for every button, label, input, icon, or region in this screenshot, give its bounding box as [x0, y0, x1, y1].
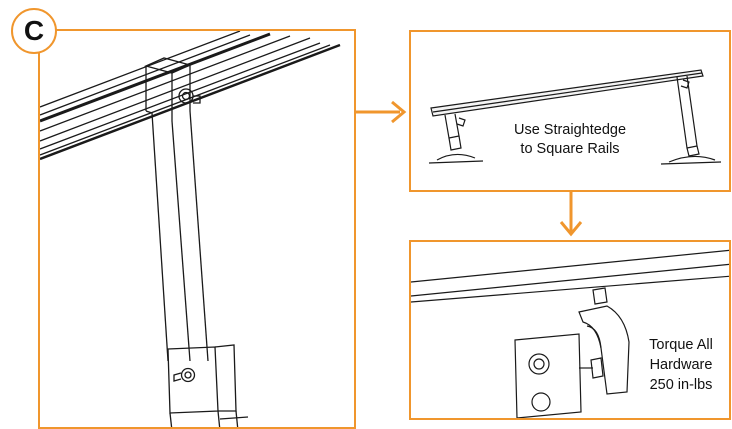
straightedge-caption: Use Straightedge to Square Rails: [495, 121, 645, 159]
post-bracket-illustration: [40, 31, 341, 427]
straightedge-caption-line-1: Use Straightedge: [513, 122, 627, 138]
torque-caption-line-3: 250 in-lbs: [649, 377, 713, 393]
torque-caption-line-2: Hardware: [649, 357, 713, 373]
arrow-down-icon: [559, 192, 583, 237]
detail-panel-straightedge: [409, 30, 731, 192]
straightedge-caption-line-2: to Square Rails: [520, 141, 620, 157]
step-c-badge: C: [11, 8, 57, 54]
step-label: C: [23, 15, 45, 46]
torque-caption: Torque All Hardware 250 in-lbs: [635, 335, 727, 395]
torque-hardware-illustration: [411, 249, 729, 418]
square-rails-illustration: [428, 69, 722, 165]
detail-panel-post-bracket: [38, 29, 356, 429]
arrow-right-icon: [356, 100, 407, 124]
torque-caption-line-1: Torque All: [649, 337, 713, 353]
